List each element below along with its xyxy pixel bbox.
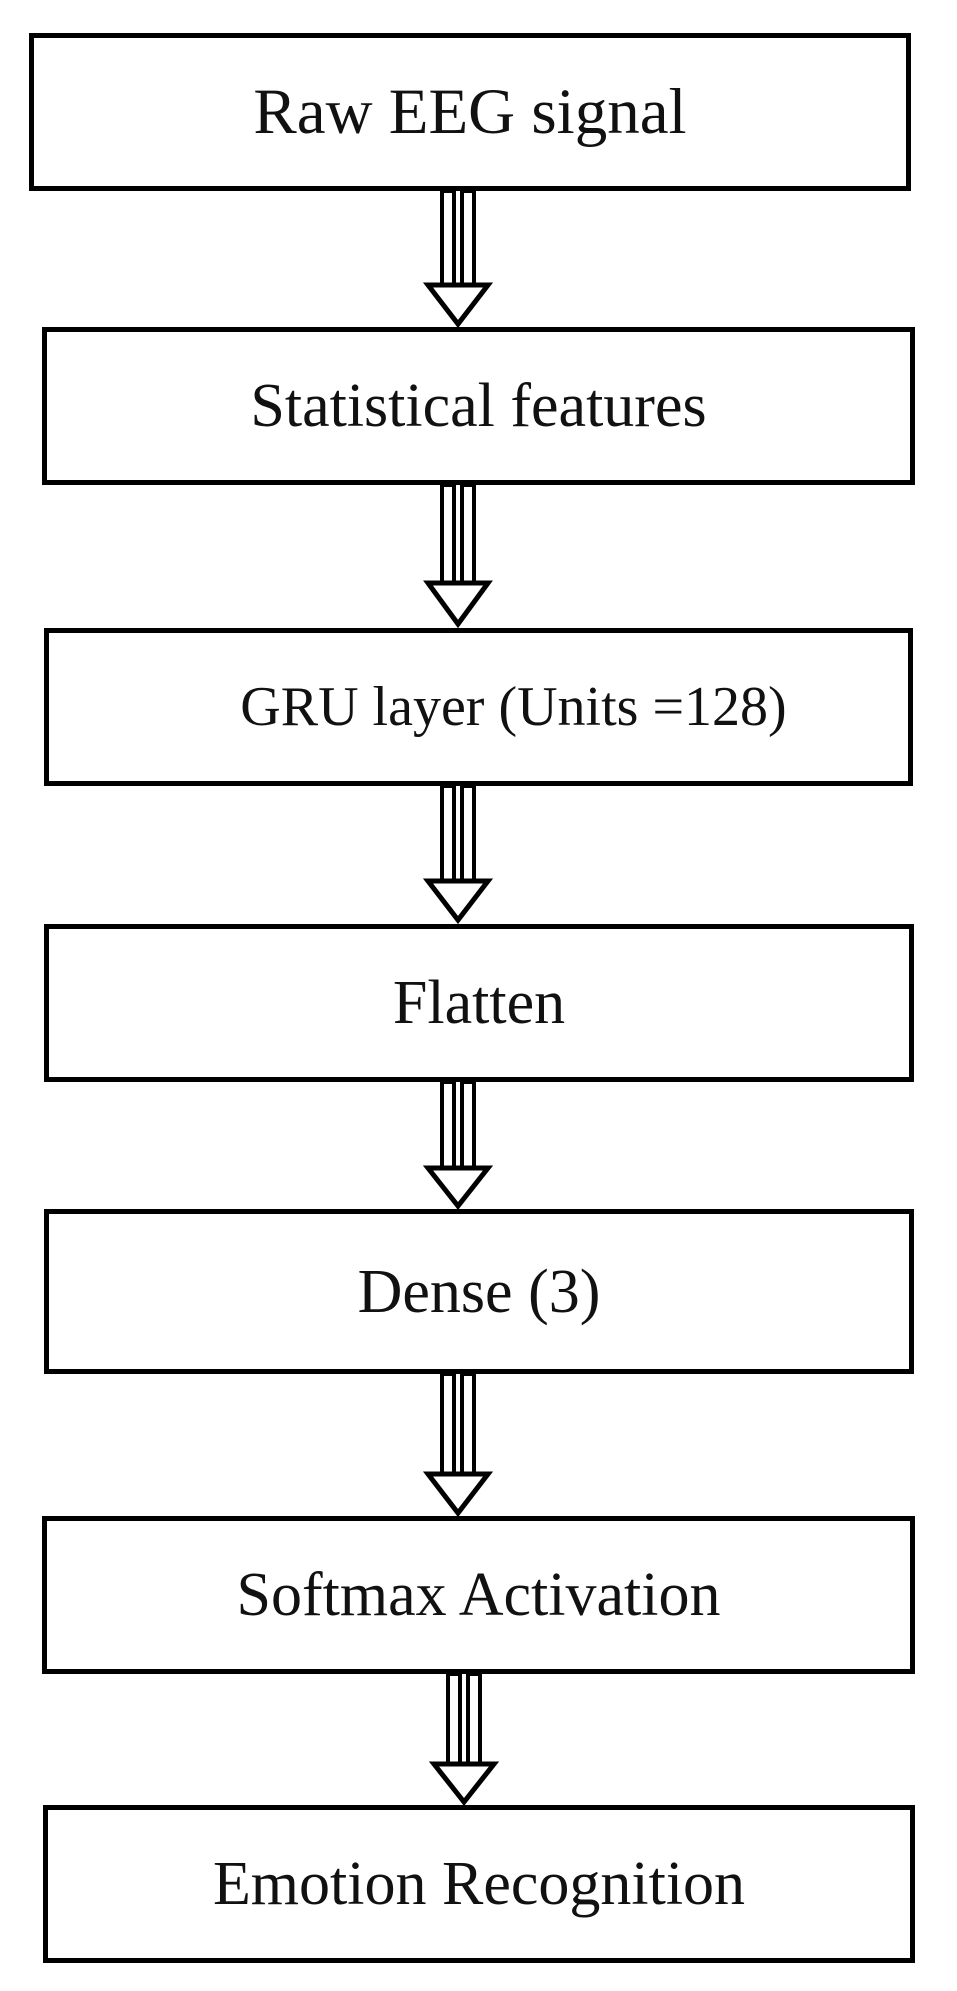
step-label: Softmax Activation (236, 1561, 721, 1629)
step-label: Emotion Recognition (212, 1850, 746, 1918)
step-flatten: Flatten (44, 924, 914, 1082)
step-emotion-recognition: Emotion Recognition (43, 1805, 915, 1963)
arrow-down-icon (422, 1372, 494, 1518)
step-dense: Dense (3) (44, 1209, 914, 1374)
step-label: Statistical features (250, 372, 707, 440)
step-gru-layer: GRU layer (Units =128) (44, 628, 913, 786)
step-label: Raw EEG signal (253, 75, 687, 148)
step-statistical-features: Statistical features (42, 327, 915, 485)
arrow-down-icon (422, 1080, 494, 1211)
step-label: Flatten (392, 969, 566, 1037)
arrow-down-icon (423, 483, 493, 629)
arrow-down-icon (428, 1672, 500, 1807)
step-softmax-activation: Softmax Activation (42, 1516, 915, 1674)
step-label: Dense (3) (357, 1257, 601, 1326)
step-label: GRU layer (Units =128) (240, 676, 787, 738)
arrow-down-icon (422, 189, 494, 329)
arrow-down-icon (422, 784, 494, 925)
step-raw-eeg-signal: Raw EEG signal (29, 33, 911, 191)
